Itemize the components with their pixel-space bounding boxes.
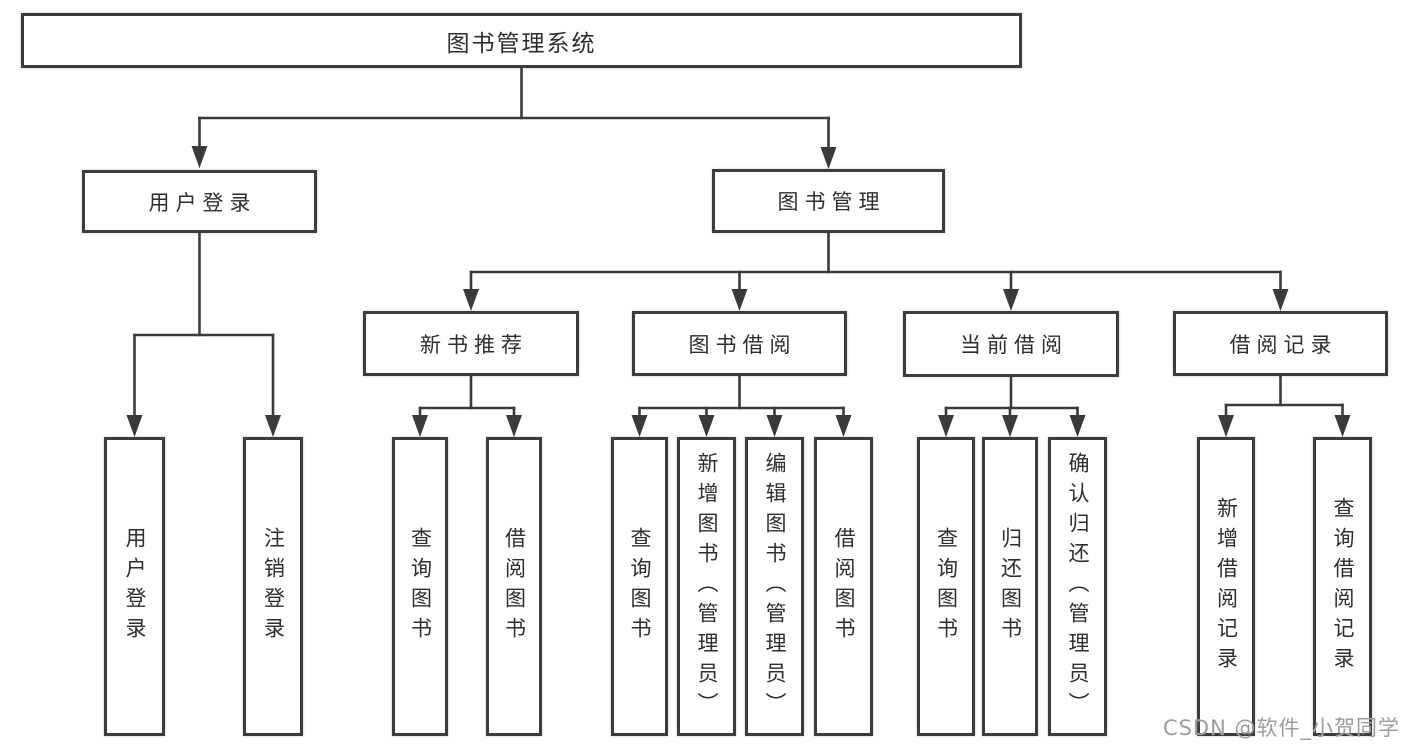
book-borrow-node-label: 图书借阅 [688, 332, 797, 357]
leaf-borrow-books: 借阅图书 [814, 437, 873, 736]
leaf-return-book: 归还图书 [982, 437, 1038, 736]
leaf-borrow-books-label: 借阅图书 [832, 526, 856, 647]
leaf-edit-book-admin-label: 编辑图书（管理员） [763, 451, 787, 722]
leaf-edit-book-admin: 编辑图书（管理员） [745, 437, 804, 736]
current-borrow-node-label: 当前借阅 [960, 333, 1068, 357]
borrow-record-node-label: 借阅记录 [1229, 332, 1338, 357]
new-book-recommend-node: 新书推荐 [363, 311, 579, 376]
leaf-borrow-books-recommend: 借阅图书 [486, 437, 542, 736]
leaf-add-book-admin: 新增图书（管理员） [677, 437, 736, 736]
leaf-query-books-borrow: 查询图书 [611, 437, 668, 736]
leaf-confirm-return-admin-label: 确认归还（管理员） [1066, 451, 1090, 722]
new-book-recommend-node-label: 新书推荐 [420, 332, 528, 357]
book-borrow-node: 图书借阅 [632, 311, 847, 376]
leaf-user-login: 用户登录 [104, 437, 165, 736]
csdn-watermark: CSDN @软件_小贺同学 [1162, 716, 1400, 740]
leaf-add-book-admin-label: 新增图书（管理员） [695, 451, 719, 722]
leaf-return-book-label: 归还图书 [998, 526, 1023, 647]
leaf-query-books-recommend: 查询图书 [392, 437, 448, 736]
leaf-logout-label: 注销登录 [261, 526, 286, 647]
leaf-logout: 注销登录 [243, 437, 303, 736]
leaf-query-books-recommend-label: 查询图书 [408, 526, 433, 647]
leaf-query-borrow-record-label: 查询借阅记录 [1331, 496, 1355, 677]
leaf-add-borrow-record: 新增借阅记录 [1197, 437, 1255, 736]
leaf-query-books-current-label: 查询图书 [934, 526, 959, 647]
leaf-query-borrow-record: 查询借阅记录 [1313, 437, 1372, 736]
book-management-node: 图书管理 [712, 169, 945, 233]
book-management-node-label: 图书管理 [777, 190, 886, 214]
leaf-confirm-return-admin: 确认归还（管理员） [1048, 437, 1107, 736]
user-login-node-label: 用户登录 [148, 190, 257, 215]
current-borrow-node: 当前借阅 [903, 311, 1119, 377]
root-node-label: 图书管理系统 [446, 30, 597, 57]
leaf-query-books-borrow-label: 查询图书 [628, 526, 652, 647]
leaf-query-books-current: 查询图书 [917, 437, 975, 736]
user-login-node: 用户登录 [82, 170, 317, 233]
leaf-user-login-label: 用户登录 [123, 526, 147, 647]
root-node: 图书管理系统 [21, 13, 1022, 68]
leaf-borrow-books-recommend-label: 借阅图书 [502, 526, 527, 647]
leaf-add-borrow-record-label: 新增借阅记录 [1214, 496, 1239, 677]
borrow-record-node: 借阅记录 [1173, 311, 1388, 376]
